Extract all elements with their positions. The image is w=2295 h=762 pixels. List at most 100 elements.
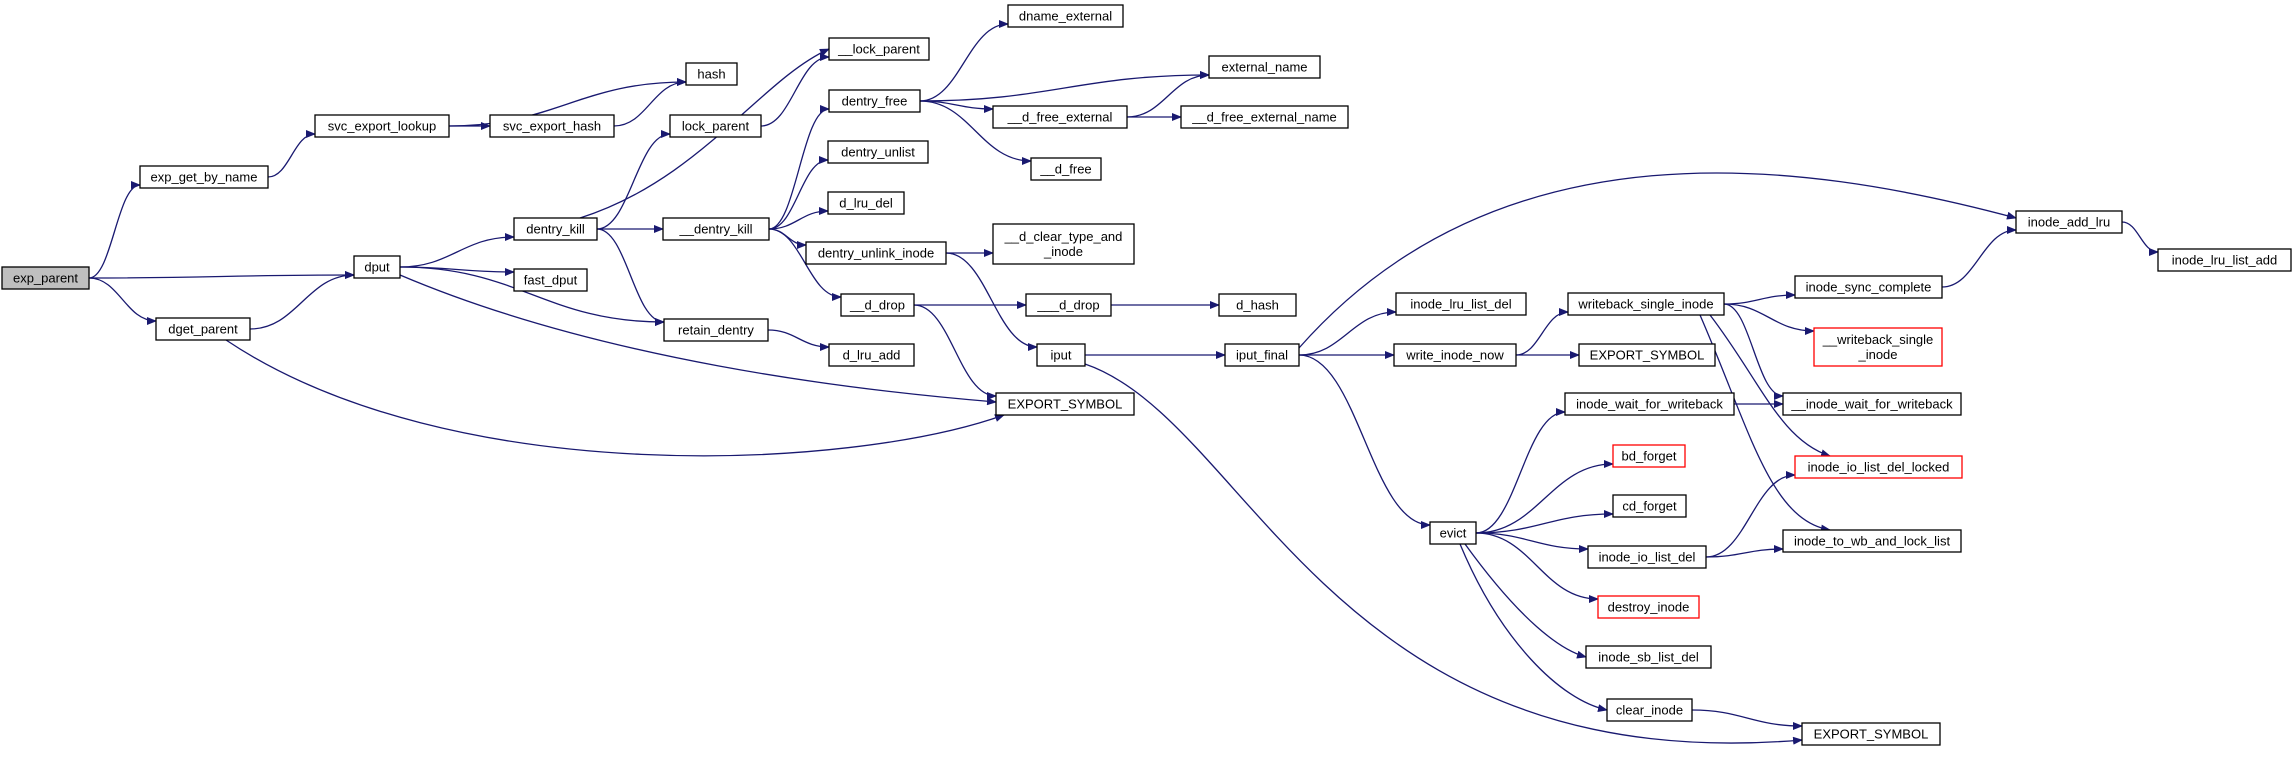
edge-dget-parent-to-export-symbol-1 xyxy=(225,339,1005,457)
node-d-lru-del[interactable]: d_lru_del xyxy=(827,191,905,215)
node-dput[interactable]: dput xyxy=(353,255,401,279)
node-box xyxy=(840,293,915,317)
node-box xyxy=(1801,722,1941,746)
edge-iput-final-to-inode-add-lru xyxy=(1298,172,2017,349)
node-label: dname_external xyxy=(1019,9,1112,24)
node-label: svc_export_hash xyxy=(503,119,601,134)
node-cd-forget[interactable]: cd_forget xyxy=(1612,494,1687,518)
edge-dput-to-export-symbol-1 xyxy=(399,274,997,406)
node-box xyxy=(1395,292,1527,316)
node-label: d_lru_del xyxy=(839,196,893,211)
node-export-symbol-3[interactable]: EXPORT_SYMBOL xyxy=(1801,722,1941,746)
node-lock-parent[interactable]: lock_parent xyxy=(669,114,762,138)
node-box xyxy=(995,392,1135,416)
node-label: writeback_single_inode xyxy=(1577,297,1713,312)
node-inode-sync-complete[interactable]: inode_sync_complete xyxy=(1794,275,1943,299)
node-exp-get-by-name[interactable]: exp_get_by_name xyxy=(139,165,269,189)
node-dname-external[interactable]: dname_external xyxy=(1007,4,1124,28)
edge-writeback-single-inode-to-writeback-single-inode xyxy=(1723,303,1815,335)
node-d-clear-type-and-inode[interactable]: __d_clear_type_and_inode xyxy=(992,223,1135,265)
node-box xyxy=(1564,392,1735,416)
edge-inode-add-lru-to-inode-lru-list-add xyxy=(2121,221,2159,256)
node-inode-io-list-del[interactable]: inode_io_list_del xyxy=(1587,545,1707,569)
node-inode-lru-list-add[interactable]: inode_lru_list_add xyxy=(2157,248,2292,272)
node-write-inode-now[interactable]: write_inode_now xyxy=(1393,343,1517,367)
node-inode-to-wb-and-lock-list[interactable]: inode_to_wb_and_lock_list xyxy=(1782,529,1962,553)
node-label: _inode xyxy=(1857,347,1897,362)
node-export-symbol-2[interactable]: EXPORT_SYMBOL xyxy=(1578,343,1716,367)
node-writeback-single-inode[interactable]: writeback_single_inode xyxy=(1567,292,1725,316)
node-exp-parent[interactable]: exp_parent xyxy=(1,266,90,290)
node-dentry-kill[interactable]: __dentry_kill xyxy=(662,217,770,241)
node-label: iput xyxy=(1051,348,1072,363)
edge-evict-to-clear-inode xyxy=(1459,543,1608,713)
node-dentry-unlink-inode[interactable]: dentry_unlink_inode xyxy=(805,241,947,265)
node-d-free[interactable]: __d_free xyxy=(1030,157,1102,181)
node-external-name[interactable]: external_name xyxy=(1208,55,1321,79)
edge-d-drop-to-export-symbol-1 xyxy=(913,304,997,400)
node-dget-parent[interactable]: dget_parent xyxy=(155,317,251,341)
node-inode-lru-list-del[interactable]: inode_lru_list_del xyxy=(1395,292,1527,316)
node-d-drop[interactable]: __d_drop xyxy=(840,293,915,317)
node-inode-io-list-del-locked[interactable]: inode_io_list_del_locked xyxy=(1794,455,1963,479)
node-box xyxy=(1585,645,1712,669)
node-label: dget_parent xyxy=(168,322,238,337)
node-inode-wait-for-writeback[interactable]: __inode_wait_for_writeback xyxy=(1782,392,1962,416)
node-evict[interactable]: evict xyxy=(1429,521,1477,545)
node-export-symbol-1[interactable]: EXPORT_SYMBOL xyxy=(995,392,1135,416)
edge-dentry-kill-to-retain-dentry xyxy=(596,228,665,326)
node-label: EXPORT_SYMBOL xyxy=(1814,727,1929,742)
edges-layer xyxy=(88,20,2159,745)
edge-dentry-kill-to-dentry-free xyxy=(768,105,830,230)
node-label: inode_io_list_del xyxy=(1599,550,1696,565)
node-label: cd_forget xyxy=(1622,499,1677,514)
node-box xyxy=(1393,343,1517,367)
node-clear-inode[interactable]: clear_inode xyxy=(1606,698,1693,722)
node-destroy-inode[interactable]: destroy_inode xyxy=(1597,595,1700,619)
node-retain-dentry[interactable]: retain_dentry xyxy=(663,318,769,342)
node-label: external_name xyxy=(1222,60,1308,75)
node-box xyxy=(1813,327,1943,367)
node-writeback-single-inode[interactable]: __writeback_single_inode xyxy=(1813,327,1943,367)
node-hash[interactable]: hash xyxy=(685,62,738,86)
node-dentry-free[interactable]: dentry_free xyxy=(828,89,921,113)
node-label: __d_clear_type_and xyxy=(1004,229,1123,244)
node-label: dentry_unlist xyxy=(841,145,915,160)
node-label: EXPORT_SYMBOL xyxy=(1590,348,1705,363)
node-svc-export-lookup[interactable]: svc_export_lookup xyxy=(314,114,450,138)
node-box xyxy=(1587,545,1707,569)
node-lock-parent[interactable]: __lock_parent xyxy=(828,37,930,61)
node-fast-dput[interactable]: fast_dput xyxy=(513,268,588,292)
edge-iput-final-to-evict xyxy=(1298,354,1431,529)
node-bd-forget[interactable]: bd_forget xyxy=(1612,444,1686,468)
edge-writeback-single-inode-to-inode-sync-complete xyxy=(1723,291,1796,305)
node-svc-export-hash[interactable]: svc_export_hash xyxy=(489,114,615,138)
node-d-free-external-name[interactable]: __d_free_external_name xyxy=(1180,105,1349,129)
node-iput[interactable]: iput xyxy=(1036,343,1086,367)
node-label: write_inode_now xyxy=(1405,348,1504,363)
node-label: lock_parent xyxy=(682,119,750,134)
node-box xyxy=(1782,529,1962,553)
nodes-layer: exp_parent exp_get_by_name dget_parent dput… xyxy=(1,4,2292,746)
node-label: __d_free xyxy=(1039,162,1091,177)
node-inode-wait-for-writeback[interactable]: inode_wait_for_writeback xyxy=(1564,392,1735,416)
node-dentry-kill[interactable]: dentry_kill xyxy=(513,217,598,241)
node-box xyxy=(663,318,769,342)
edge-writeback-single-inode-to-inode-io-list-del-locked xyxy=(1709,314,1831,458)
edge-dentry-kill-to-d-drop xyxy=(768,228,842,301)
node-d-hash[interactable]: d_hash xyxy=(1218,293,1297,317)
edge-evict-to-inode-sb-list-del xyxy=(1464,543,1587,659)
edge-clear-inode-to-export-symbol-3 xyxy=(1691,709,1803,730)
node-label: destroy_inode xyxy=(1608,600,1690,615)
node-label: __inode_wait_for_writeback xyxy=(1790,397,1953,412)
node-dentry-unlist[interactable]: dentry_unlist xyxy=(827,140,929,164)
node-box xyxy=(513,268,588,292)
node-inode-add-lru[interactable]: inode_add_lru xyxy=(2015,210,2123,234)
node-d-free-external[interactable]: __d_free_external xyxy=(992,105,1128,129)
node-d-lru-add[interactable]: d_lru_add xyxy=(828,343,915,367)
node-iput-final[interactable]: iput_final xyxy=(1224,343,1300,367)
node-inode-sb-list-del[interactable]: inode_sb_list_del xyxy=(1585,645,1712,669)
node-d-drop[interactable]: ___d_drop xyxy=(1025,293,1112,317)
edge-inode-sync-complete-to-inode-add-lru xyxy=(1941,226,2017,288)
